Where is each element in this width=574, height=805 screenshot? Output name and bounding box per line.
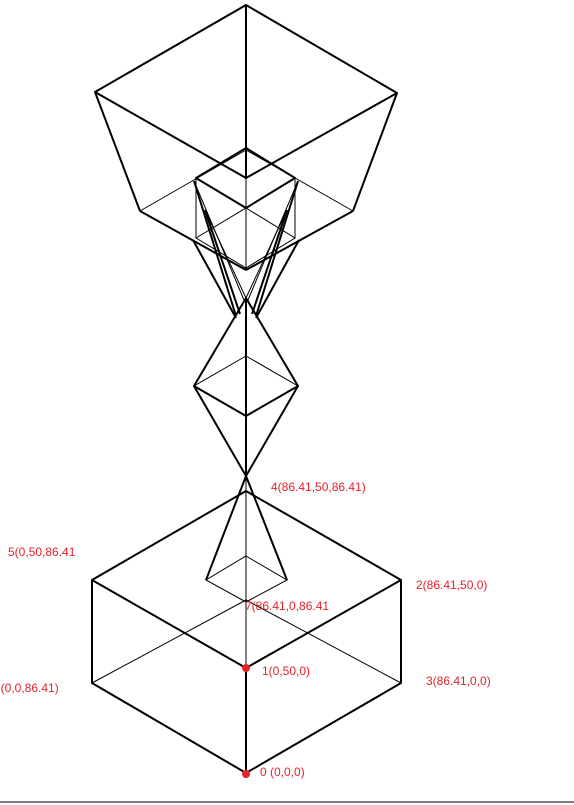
label-vertex-3: 3(86.41,0,0) bbox=[426, 674, 491, 688]
bottom-hidden-edge-left bbox=[91, 599, 247, 684]
vertex-1-point bbox=[242, 664, 250, 672]
leg-left-2 bbox=[204, 209, 241, 315]
top-frustum-back-left bbox=[139, 149, 247, 212]
bottom-hidden-edge-right bbox=[245, 599, 402, 684]
label-vertex-7: 7(86.41,0,86.41 bbox=[245, 599, 329, 613]
leg-right-2 bbox=[251, 209, 288, 315]
spire-right-edge bbox=[245, 475, 288, 581]
octa-equator-front-right bbox=[245, 385, 299, 417]
leg-right-outer bbox=[255, 239, 300, 319]
label-vertex-2: 2(86.41,50,0) bbox=[416, 578, 487, 592]
label-vertex-1: 1(0,50,0) bbox=[262, 664, 310, 678]
label-vertex-0: 0 (0,0,0) bbox=[260, 765, 305, 779]
middle-octahedron bbox=[193, 297, 299, 477]
vertex-0-point bbox=[242, 770, 250, 778]
lower-spire bbox=[205, 475, 288, 600]
label-vertex-5: 5(0,50,86.41 bbox=[8, 545, 76, 559]
octa-equator-front-left bbox=[193, 385, 247, 417]
leg-right-4 bbox=[245, 209, 288, 299]
label-vertex-6: 6(0,0,86.41) bbox=[0, 681, 59, 695]
leg-left-1 bbox=[193, 180, 237, 317]
label-vertex-4: 4(86.41,50,86.41) bbox=[271, 480, 366, 494]
top-frustum-right-edge bbox=[352, 92, 398, 212]
top-frustum-back-right bbox=[245, 149, 354, 212]
leg-left-4 bbox=[204, 209, 247, 299]
top-frustum-left-edge bbox=[94, 91, 141, 212]
spire-left-edge bbox=[205, 475, 247, 581]
leg-right-1 bbox=[255, 180, 299, 317]
connecting-legs bbox=[192, 180, 300, 319]
octa-equator-back-right bbox=[245, 355, 299, 387]
leg-left-outer bbox=[192, 239, 237, 319]
octa-equator-back-left bbox=[193, 355, 247, 387]
